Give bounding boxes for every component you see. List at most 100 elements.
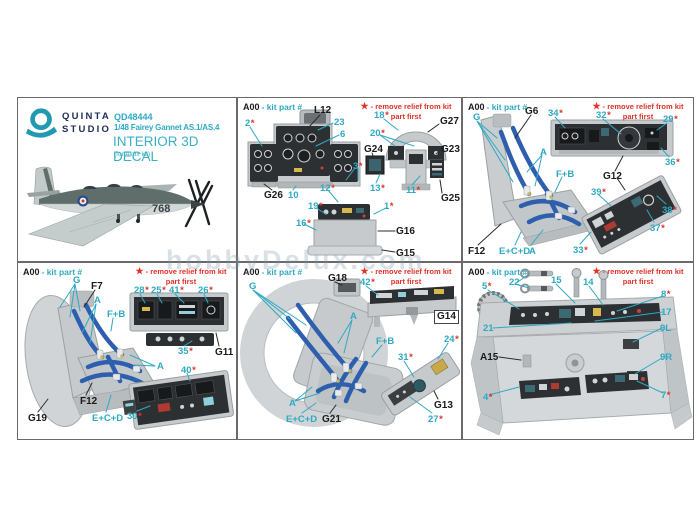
callout-f7: F7 bbox=[91, 281, 103, 292]
callout-f-b: F+B bbox=[556, 169, 575, 180]
brand-line-1: QUINTA bbox=[62, 111, 111, 122]
panel-rear-seat: A00- kit part # ★ - remove relief from k… bbox=[237, 262, 462, 440]
callout-g25: G25 bbox=[441, 193, 460, 204]
callout-40: 40* bbox=[181, 365, 196, 376]
callout-g19: G19 bbox=[28, 413, 47, 424]
pilot-seat-graphic bbox=[480, 113, 682, 255]
propellers bbox=[184, 178, 214, 228]
callout-26: 26* bbox=[198, 285, 213, 296]
upper-console-part bbox=[550, 119, 674, 157]
remove-relief-note: ★ - remove relief from kit part first bbox=[360, 266, 452, 287]
quinta-studio-logo-icon bbox=[26, 108, 58, 138]
callout-31: 31* bbox=[398, 352, 413, 363]
callout-f12: F12 bbox=[468, 246, 486, 257]
callout-g15: G15 bbox=[396, 248, 415, 259]
upper-console-part bbox=[129, 292, 229, 346]
callout-g11: G11 bbox=[215, 347, 234, 358]
callout-1: 1* bbox=[384, 201, 394, 212]
callout-42: 42* bbox=[360, 277, 375, 288]
side-strip-part bbox=[380, 352, 461, 416]
callout-f-b: F+B bbox=[376, 336, 395, 347]
callout-g13: G13 bbox=[434, 400, 453, 411]
callout-23: 23 bbox=[334, 117, 345, 128]
remove-relief-note: ★ - remove relief from kit part first bbox=[360, 101, 452, 122]
callout-19: 19* bbox=[308, 201, 323, 212]
kit-part-note: A00- kit part # bbox=[243, 102, 303, 112]
rear-seat-graphic bbox=[240, 278, 461, 427]
callout-g24: G24 bbox=[364, 144, 383, 155]
rear-console-group bbox=[307, 204, 383, 256]
callout-27: 27* bbox=[428, 414, 443, 425]
callout-a: A bbox=[350, 311, 357, 322]
panel-cockpit-tub: A00- kit part # ★ - remove relief from k… bbox=[462, 262, 694, 440]
callout-5: 5* bbox=[482, 281, 492, 292]
callout-3: 3* bbox=[353, 161, 363, 172]
callout-38: 38* bbox=[662, 205, 677, 216]
callout-20: 20* bbox=[370, 128, 385, 139]
callout-15: 15 bbox=[551, 275, 562, 286]
callout-35: 35* bbox=[178, 346, 193, 357]
brand-line-2: STUDIO bbox=[62, 123, 112, 135]
callout-a: A bbox=[289, 398, 296, 409]
cockpit-tub-graphic bbox=[470, 268, 693, 436]
callout-29: 29* bbox=[663, 114, 678, 125]
callout-f12: F12 bbox=[80, 396, 98, 407]
kit-part-note: A00- kit part # bbox=[468, 102, 528, 112]
callout-6: 6 bbox=[340, 129, 346, 140]
callout-e-c-d: E+C+D bbox=[92, 413, 124, 424]
callout-e-c-d: E+C+D bbox=[286, 414, 318, 425]
callout-a: A bbox=[94, 295, 101, 306]
panel-pilot-seat: A00- kit part # ★ - remove relief from k… bbox=[462, 97, 694, 262]
lower-console-part bbox=[122, 370, 234, 430]
remove-relief-note: ★ - remove relief from kit part first bbox=[592, 101, 684, 122]
center-pedestal-group bbox=[365, 131, 447, 191]
callout-g14: G14 bbox=[434, 310, 459, 324]
callout-a15: A15 bbox=[480, 352, 499, 363]
remove-relief-note: ★ - remove relief from kit part first bbox=[592, 266, 684, 287]
callout-25: 25* bbox=[151, 285, 166, 296]
callout-10: 10 bbox=[288, 190, 299, 201]
remove-relief-note: ★ - remove relief from kit part first bbox=[135, 266, 227, 287]
callout-g21: G21 bbox=[322, 414, 341, 425]
callout-g: G bbox=[73, 275, 81, 286]
kit-part-note: A00- kit part # bbox=[243, 267, 303, 277]
callout-g27: G27 bbox=[440, 116, 459, 127]
callout-a: A bbox=[529, 246, 536, 257]
callout-12: 12* bbox=[320, 183, 335, 194]
callout-a: A bbox=[540, 147, 547, 158]
callout-17: 17 bbox=[661, 307, 672, 318]
callout-g23: G23 bbox=[441, 144, 460, 155]
callout-7: 7* bbox=[661, 390, 671, 401]
callout-16: 16* bbox=[296, 218, 311, 229]
callout-e-c-d: E+C+D bbox=[499, 246, 531, 257]
callout-g16: G16 bbox=[396, 226, 415, 237]
callout-14: 14 bbox=[583, 277, 594, 288]
callout-l12: L12 bbox=[314, 105, 332, 116]
callout-g18: G18 bbox=[328, 273, 347, 284]
callout-37: 37* bbox=[650, 223, 665, 234]
screw-parts bbox=[571, 268, 609, 300]
brand-name: QUINTA STUDIO bbox=[62, 111, 111, 137]
instrument-panels-graphic bbox=[247, 109, 447, 256]
callout-18: 18* bbox=[374, 110, 389, 121]
callout-g: G bbox=[473, 112, 481, 123]
callout-11: 11* bbox=[406, 185, 421, 196]
callout-13: 13* bbox=[370, 183, 385, 194]
product-name: 1/48 Fairey Gannet AS.1/AS.4 bbox=[114, 123, 220, 132]
panel-observer-seat: A00- kit part # ★ - remove relief from k… bbox=[17, 262, 237, 440]
kit-part-note: A00- kit part # bbox=[23, 267, 83, 277]
callout-41: 41* bbox=[169, 285, 184, 296]
callout-22: 22 bbox=[509, 277, 520, 288]
callout-30: 30* bbox=[127, 411, 142, 422]
seat-part bbox=[24, 290, 154, 428]
callout-8: 8* bbox=[661, 289, 671, 300]
callout-9l: 9L bbox=[660, 323, 672, 334]
callout-g: G bbox=[249, 281, 257, 292]
callout-33: 33* bbox=[573, 245, 588, 256]
callout-32: 32* bbox=[596, 110, 611, 121]
callout-9r: 9R bbox=[660, 352, 673, 363]
callout-4: 4* bbox=[483, 392, 493, 403]
title-panel: QUINTA STUDIO QD48444 1/48 Fairey Gannet… bbox=[17, 97, 237, 262]
seat-part bbox=[285, 297, 404, 426]
